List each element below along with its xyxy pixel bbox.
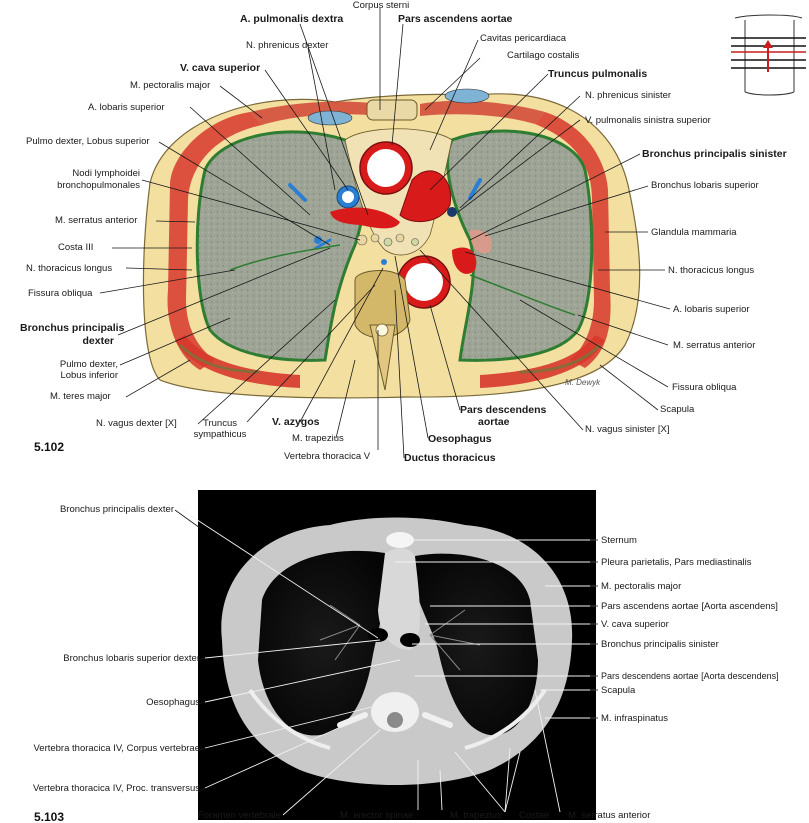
label-ct-bronchus-principalis-dexter: Bronchus principalis dexter xyxy=(59,504,174,515)
label-ct-vertebra-corpus: Vertebra thoracica IV, Corpus vertebrae xyxy=(33,743,200,754)
label-ct-pars-descendens-aortae: Pars descendens aortae [Aorta descendens… xyxy=(601,671,779,681)
label-m-trapezius-a: M. trapezius xyxy=(292,433,344,444)
label-fissura-obliqua-left: Fissura obliqua xyxy=(672,382,737,393)
costal-cartilage-right xyxy=(307,110,353,126)
label-ct-costae: Costae xyxy=(519,810,550,821)
right-pulmonary-artery xyxy=(330,207,400,229)
label-m-serratus-anterior-left: M. serratus anterior xyxy=(673,340,756,351)
label-bronchus-principalis-dexter-2: dexter xyxy=(82,335,114,347)
label-ct-m-pectoralis-major: M. pectoralis major xyxy=(601,581,682,592)
figure-number-5-103: 5.103 xyxy=(34,810,65,823)
label-fissura-obliqua-right: Fissura obliqua xyxy=(28,288,93,299)
label-a-lobaris-superior-left: A. lobaris superior xyxy=(673,304,750,315)
right-lung xyxy=(195,130,366,362)
label-pars-descendens-1: Pars descendens xyxy=(460,404,547,416)
ct-bronchus-left xyxy=(400,633,420,647)
anatomical-cross-section xyxy=(142,88,641,399)
label-ct-bronchus-lobaris-superior-dexter: Bronchus lobaris superior dexter xyxy=(63,653,200,664)
label-ct-pars-ascendens-aortae: Pars ascendens aortae [Aorta ascendens] xyxy=(601,601,778,612)
label-a-lobaris-superior-right: A. lobaris superior xyxy=(88,102,165,113)
label-ductus-thoracicus: Ductus thoracicus xyxy=(404,452,496,464)
label-v-azygos: V. azygos xyxy=(272,416,320,428)
spinal-canal xyxy=(375,323,389,337)
label-ct-bronchus-principalis-sinister: Bronchus principalis sinister xyxy=(601,639,719,650)
leader-lines-b xyxy=(181,509,596,816)
label-n-thoracicus-longus-left: N. thoracicus longus xyxy=(668,265,755,276)
left-pulmonary-artery xyxy=(452,247,477,274)
label-vertebra-thoracica-v: Vertebra thoracica V xyxy=(284,451,371,462)
label-bronchus-lobaris-superior: Bronchus lobaris superior xyxy=(651,180,759,191)
pectoral-muscle-band-left xyxy=(420,100,545,124)
artist-signature: M. Dewyk xyxy=(565,378,601,387)
back-muscle-right xyxy=(175,335,300,388)
label-ct-sternum: Sternum xyxy=(601,535,637,546)
ct-spinal-canal xyxy=(387,712,403,728)
label-m-teres-major: M. teres major xyxy=(50,391,111,402)
back-muscle-left xyxy=(480,335,605,388)
hilum-cluster xyxy=(314,207,457,265)
label-ct-oesophagus: Oesophagus xyxy=(146,697,200,708)
label-truncus: Truncus xyxy=(203,418,237,429)
descending-aorta-lumen xyxy=(405,263,443,301)
ct-bronchus-right xyxy=(368,628,388,642)
label-cartilago-costalis: Cartilago costalis xyxy=(507,50,580,61)
label-costa-iii: Costa III xyxy=(58,242,94,253)
label-n-phrenicus-sinister: N. phrenicus sinister xyxy=(585,90,672,101)
label-n-thoracicus-longus-right: N. thoracicus longus xyxy=(26,263,113,274)
label-ct-v-cava-superior: V. cava superior xyxy=(601,619,669,630)
label-pulmo-dexter-inferior-2: Lobus inferior xyxy=(60,370,118,381)
vertebra-body xyxy=(354,270,411,339)
label-corpus-sterni: Corpus sterni xyxy=(352,0,410,11)
label-bronchus-principalis-sinister: Bronchus principalis sinister xyxy=(642,148,787,160)
left-chest-muscle xyxy=(535,112,611,368)
label-a-pulmonalis-dextra: A. pulmonalis dextra xyxy=(240,13,344,25)
sternum-shape xyxy=(366,99,418,121)
label-truncus-pulmonalis: Truncus pulmonalis xyxy=(548,68,648,80)
label-pars-descendens-2: aortae xyxy=(478,416,510,428)
right-chest-muscle xyxy=(167,112,262,370)
label-m-pectoralis-major: M. pectoralis major xyxy=(130,80,211,91)
label-ct-m-serratus-anterior: M. serratus anterior xyxy=(568,810,651,821)
costal-cartilage-left xyxy=(444,88,490,104)
orientation-inset xyxy=(731,14,806,96)
label-ct-pleura-parietalis: Pleura parietalis, Pars mediastinalis xyxy=(601,557,752,568)
label-sympathicus: sympathicus xyxy=(193,429,247,440)
label-bronchus-principalis-dexter-1: Bronchus principalis xyxy=(20,322,125,334)
label-ct-m-trapezius: M. trapezius xyxy=(450,810,502,821)
ascending-aorta-lumen xyxy=(367,149,405,187)
label-v-pulmonalis-sinistra-superior: V. pulmonalis sinistra superior xyxy=(585,115,711,126)
label-n-vagus-dexter: N. vagus dexter [X] xyxy=(96,418,177,429)
left-oblique-fissure xyxy=(469,274,576,316)
ct-sternum xyxy=(386,532,414,548)
label-ct-m-infraspinatus: M. infraspinatus xyxy=(601,713,669,724)
label-ct-scapula: Scapula xyxy=(601,685,636,696)
ct-right-lung xyxy=(258,550,389,736)
label-glandula-mammaria: Glandula mammaria xyxy=(651,227,737,238)
figure-number-5-102: 5.102 xyxy=(34,440,65,454)
label-v-cava-superior: V. cava superior xyxy=(180,62,261,74)
label-oesophagus-a: Oesophagus xyxy=(428,433,492,445)
label-n-phrenicus-dexter: N. phrenicus dexter xyxy=(246,40,329,51)
label-ct-foramen-vertebrale: Foramen vertebrale xyxy=(198,810,281,821)
left-lung xyxy=(446,129,594,362)
pulmonary-trunk xyxy=(399,170,452,223)
label-nodi-lymphoidei: Nodi lymphoidei xyxy=(72,168,140,179)
label-bronchopulmonales: bronchopulmonales xyxy=(57,180,140,191)
label-m-serratus-anterior-right: M. serratus anterior xyxy=(55,215,138,226)
ct-scan xyxy=(198,490,596,820)
right-oblique-fissure xyxy=(229,244,341,271)
leader-lines-a xyxy=(99,8,671,459)
label-pulmo-dexter-lobus-superior: Pulmo dexter, Lobus superior xyxy=(26,136,150,147)
label-pulmo-dexter-inferior-1: Pulmo dexter, xyxy=(59,359,118,370)
label-scapula-a: Scapula xyxy=(660,404,695,415)
label-ct-m-erector-spinae: M. erector spinae xyxy=(340,810,414,821)
label-ct-vertebra-proc: Vertebra thoracica IV, Proc. transversus xyxy=(32,783,200,794)
label-n-vagus-sinister: N. vagus sinister [X] xyxy=(585,424,670,435)
label-cavitas-pericardiaca: Cavitas pericardiaca xyxy=(480,33,567,44)
label-pars-ascendens-aortae: Pars ascendens aortae xyxy=(398,13,513,25)
